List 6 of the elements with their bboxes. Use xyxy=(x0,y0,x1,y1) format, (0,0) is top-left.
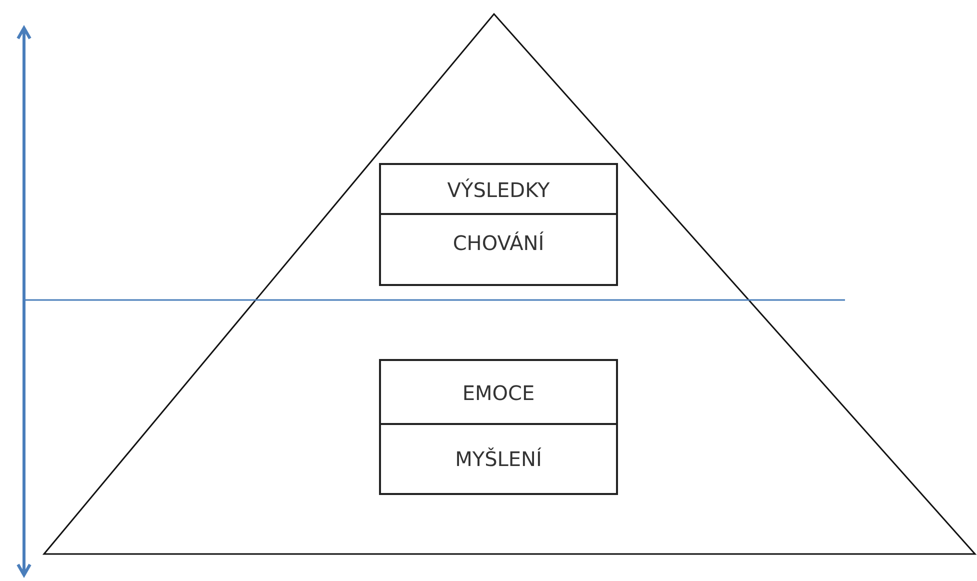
text-box xyxy=(379,213,618,286)
box-label: MYŠLENÍ xyxy=(455,447,542,471)
text-box xyxy=(379,423,618,495)
box-label: CHOVÁNÍ xyxy=(452,231,544,255)
box-label: VÝSLEDKY xyxy=(447,178,550,202)
box-label: EMOCE xyxy=(462,381,535,405)
